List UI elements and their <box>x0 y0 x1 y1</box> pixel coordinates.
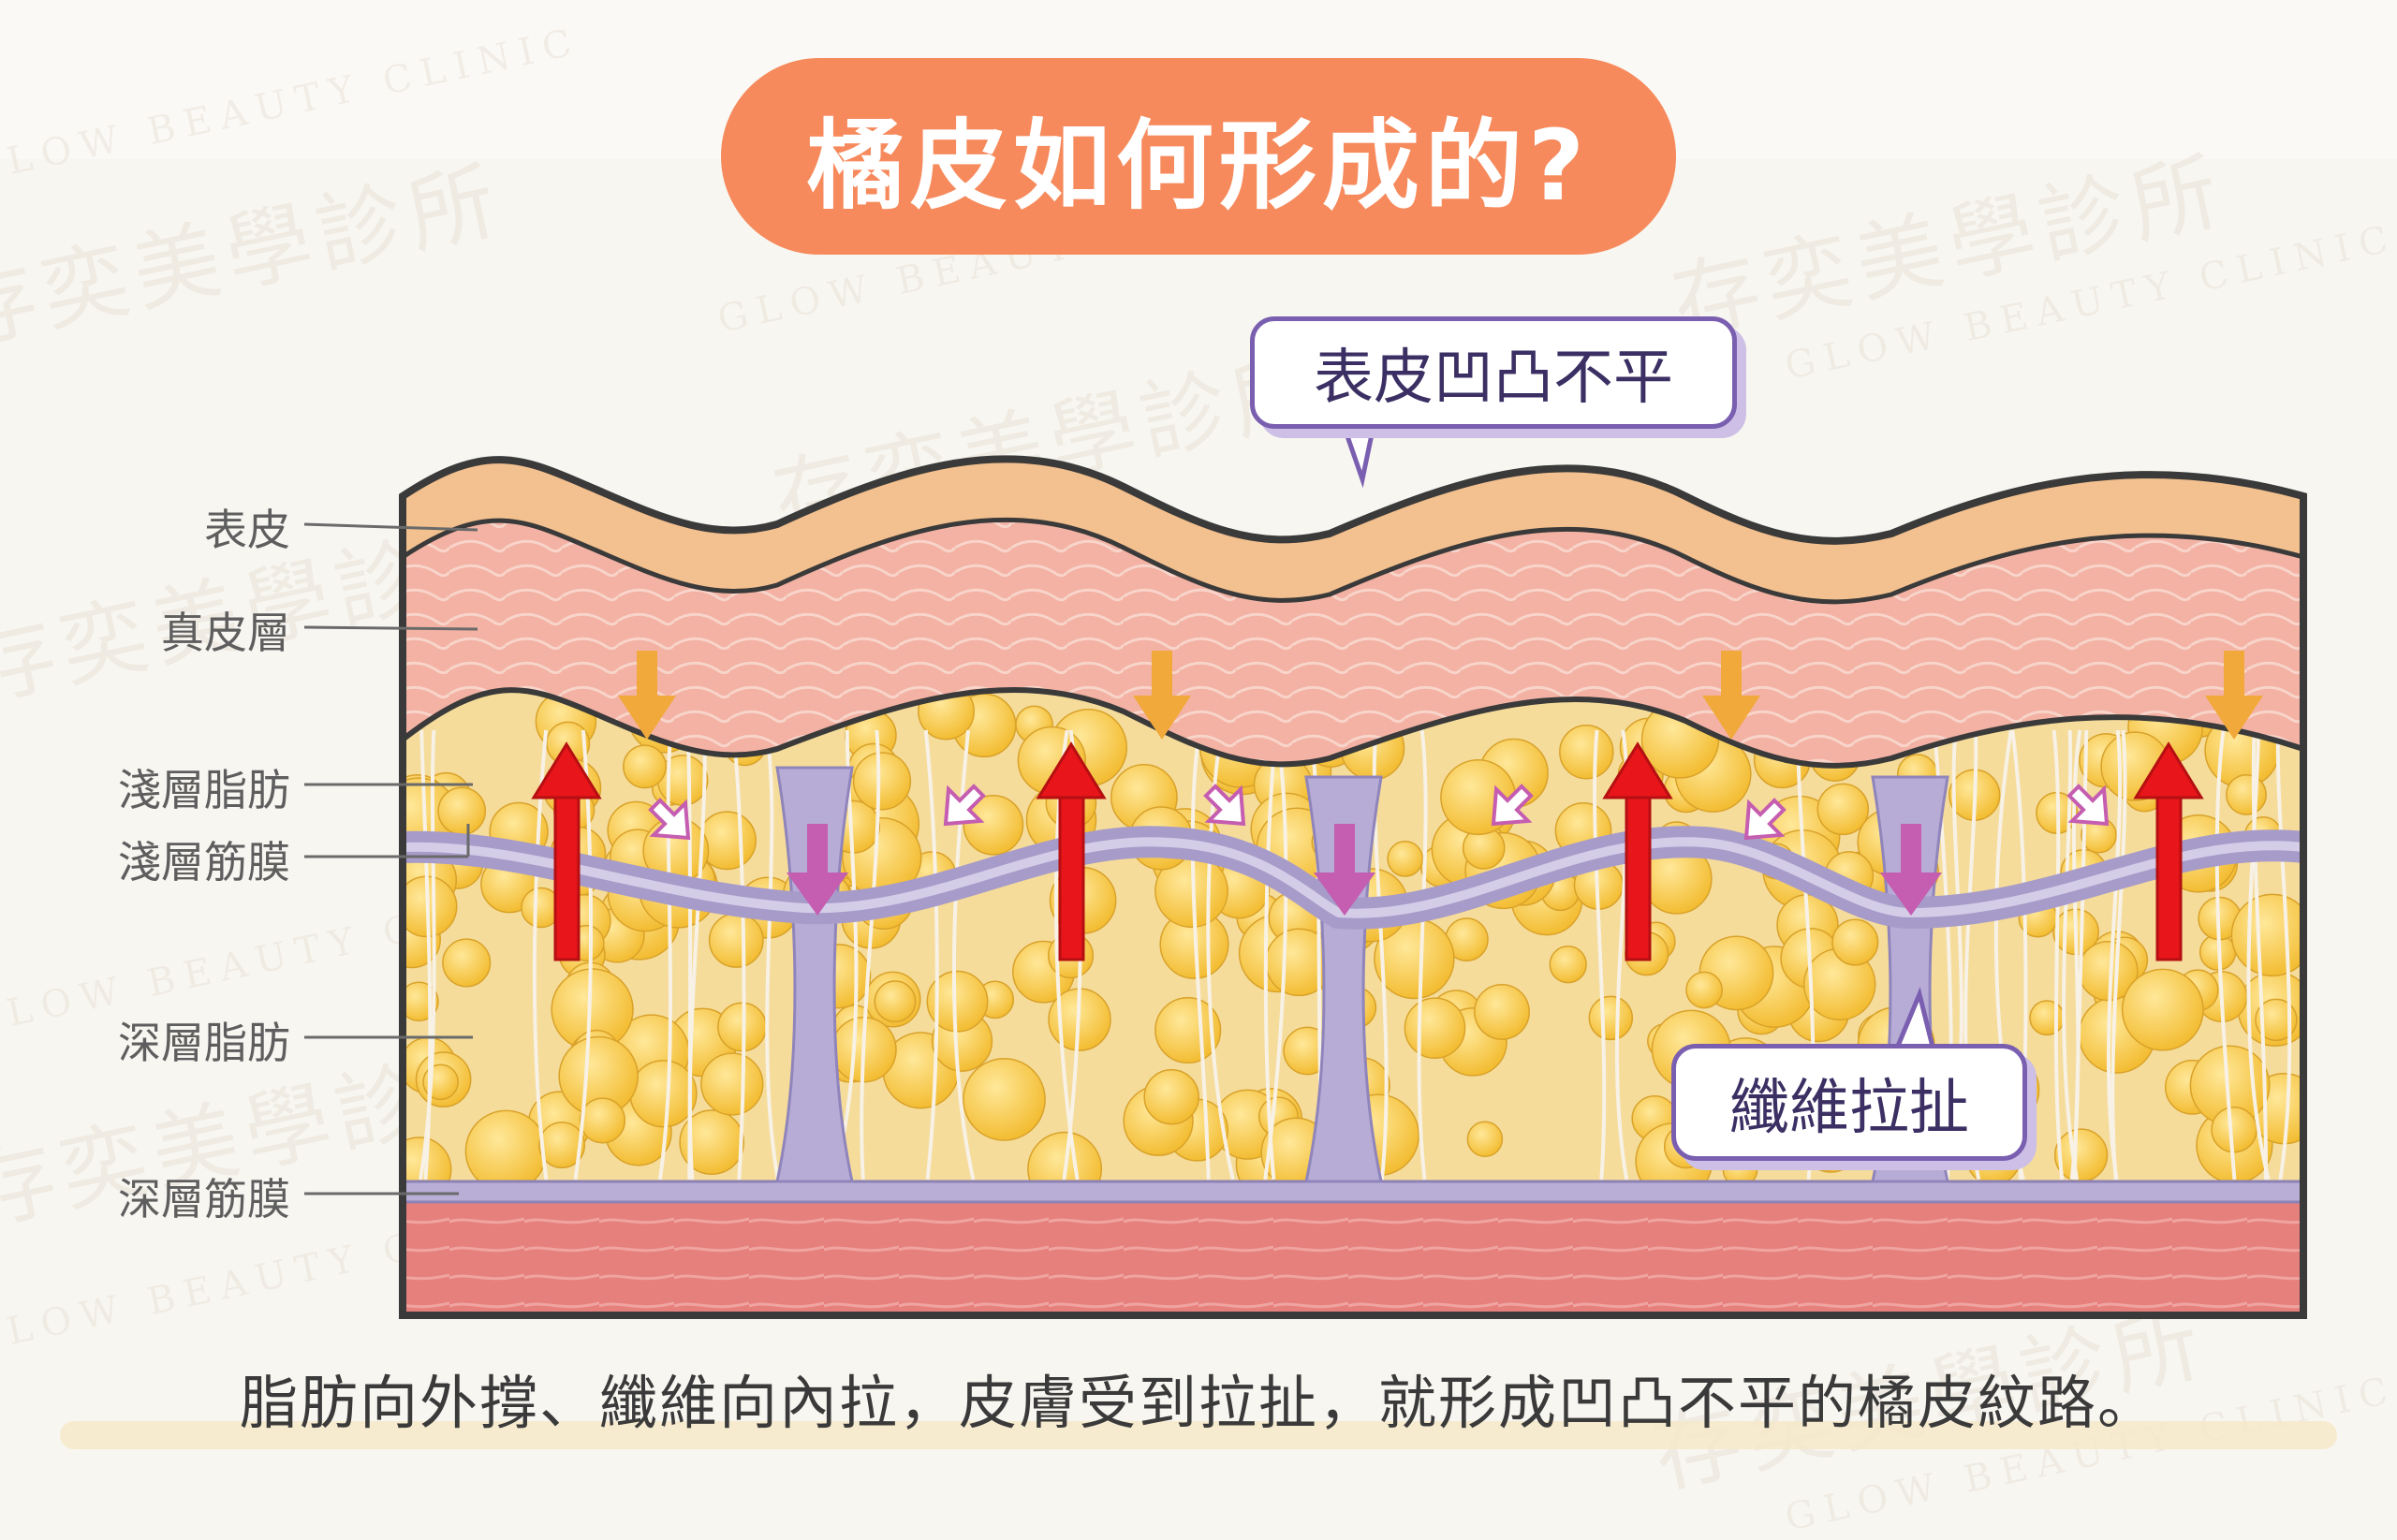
fat-cell <box>623 744 667 789</box>
fat-cell <box>926 970 989 1033</box>
epidermis-layer <box>403 459 2303 602</box>
small-pull-arrows <box>648 784 2110 841</box>
fat-push-arrows <box>531 741 2204 961</box>
red-up-arrow-4 <box>2133 741 2204 961</box>
label-superficial-fat: 淺層脂肪 <box>118 765 290 815</box>
surface-down-arrows <box>618 651 2263 740</box>
fat-cell <box>442 938 492 988</box>
fat-cell <box>579 1097 626 1144</box>
connective-strand <box>764 729 780 1181</box>
orange-down-arrow-4 <box>2205 651 2263 740</box>
connective-strand <box>2106 729 2123 1181</box>
fat-cell <box>708 912 764 968</box>
fat-cell <box>2230 893 2303 977</box>
connective-strand <box>2275 729 2292 1181</box>
fat-cell <box>2255 998 2298 1042</box>
fat-cell <box>852 752 912 811</box>
connective-strand <box>532 729 549 1181</box>
fat-cell <box>1466 1121 1504 1158</box>
fat-cell <box>629 1060 698 1128</box>
fat-cell <box>679 1109 745 1175</box>
orange-down-arrow-1 <box>618 651 676 740</box>
connective-strand <box>419 729 436 1181</box>
connective-strand <box>860 729 881 1181</box>
orange-down-arrow-2 <box>1133 651 1191 740</box>
skin-cross-section-diagram <box>303 409 2307 1319</box>
fat-cell <box>963 1058 1046 1141</box>
label-leader-lines <box>303 522 478 1195</box>
fat-cell <box>464 1109 548 1193</box>
surface-uneven-callout: 表皮凹凸不平 <box>1250 316 1737 429</box>
connective-strand <box>1206 729 1235 1181</box>
label-dermis: 真皮層 <box>161 608 290 658</box>
fat-cell <box>1559 724 1614 780</box>
fiber-pull-arrows <box>787 824 1942 916</box>
connective-strand <box>1263 729 1278 1181</box>
fat-cell <box>538 1122 586 1169</box>
fiber-pull-callout-text: 纖維拉扯 <box>1729 1073 1969 1143</box>
connective-strand <box>2051 729 2065 1181</box>
fat-cell <box>1404 997 1466 1060</box>
label-epidermis: 表皮 <box>204 505 290 555</box>
fat-cell <box>1831 918 1879 966</box>
fat-cell <box>1816 783 1870 836</box>
connective-strand <box>2251 729 2268 1181</box>
connective-strand <box>2072 729 2089 1181</box>
purple-down-arrow-1 <box>787 824 848 916</box>
connective-strand <box>951 729 976 1181</box>
purple-down-arrow-3 <box>1880 824 1942 916</box>
fat-cell <box>1588 995 1634 1041</box>
connective-strand <box>2214 729 2237 1181</box>
orange-down-arrow-3 <box>1702 651 1760 740</box>
muscle-layer <box>403 1198 2303 1315</box>
fat-cell <box>2029 1000 2066 1036</box>
fat-cell <box>874 980 917 1023</box>
fat-cell <box>1143 1068 1199 1125</box>
fat-cell <box>437 786 487 836</box>
label-deep-fascia: 深層筋膜 <box>118 1174 290 1225</box>
caption-highlight <box>60 1421 2337 1449</box>
label-deep-fat: 深層脂肪 <box>118 1018 290 1068</box>
page-title: 橘皮如何形成的? <box>806 108 1591 223</box>
red-up-arrow-2 <box>1036 741 1107 961</box>
fiber-pull-callout: 纖維拉扯 <box>1671 1044 2027 1161</box>
dermis-layer <box>403 515 2303 766</box>
fat-cell <box>1474 983 1530 1040</box>
label-superficial-fascia: 淺層筋膜 <box>118 837 290 887</box>
red-up-arrow-3 <box>1602 741 1673 961</box>
purple-down-arrow-2 <box>1314 824 1375 916</box>
surface-uneven-callout-text: 表皮凹凸不平 <box>1314 344 1673 413</box>
fat-cell <box>1154 996 1222 1064</box>
fat-cell <box>963 794 1024 856</box>
deep-fascia <box>403 1180 2303 1204</box>
connective-strand <box>657 729 673 1181</box>
connective-strand <box>1593 729 1607 1181</box>
connective-strand <box>687 729 707 1181</box>
connective-strand <box>1263 729 1288 1181</box>
fat-cell <box>700 1052 764 1116</box>
connective-strand <box>923 729 939 1181</box>
diagram-frame <box>399 455 2307 1319</box>
connective-strand <box>1190 729 1211 1181</box>
red-up-arrow-1 <box>531 741 602 961</box>
fat-cell <box>1549 946 1587 984</box>
connective-strand <box>2110 729 2127 1181</box>
fat-cell <box>2211 1106 2257 1153</box>
connective-strand <box>2062 729 2080 1181</box>
fat-cell <box>2226 773 2267 815</box>
connective-strand <box>2246 729 2271 1181</box>
caption: 脂肪向外撐、纖維向內拉，皮膚受到拉扯，就形成凹凸不平的橘皮紋路。 <box>239 1369 2157 1437</box>
connective-strand <box>731 729 746 1181</box>
fat-cell <box>1387 841 1424 877</box>
fat-cell <box>2121 968 2204 1051</box>
fat-cell <box>1685 971 1723 1009</box>
title-banner: 橘皮如何形成的? <box>721 58 1676 255</box>
connective-strand <box>1417 729 1428 1181</box>
